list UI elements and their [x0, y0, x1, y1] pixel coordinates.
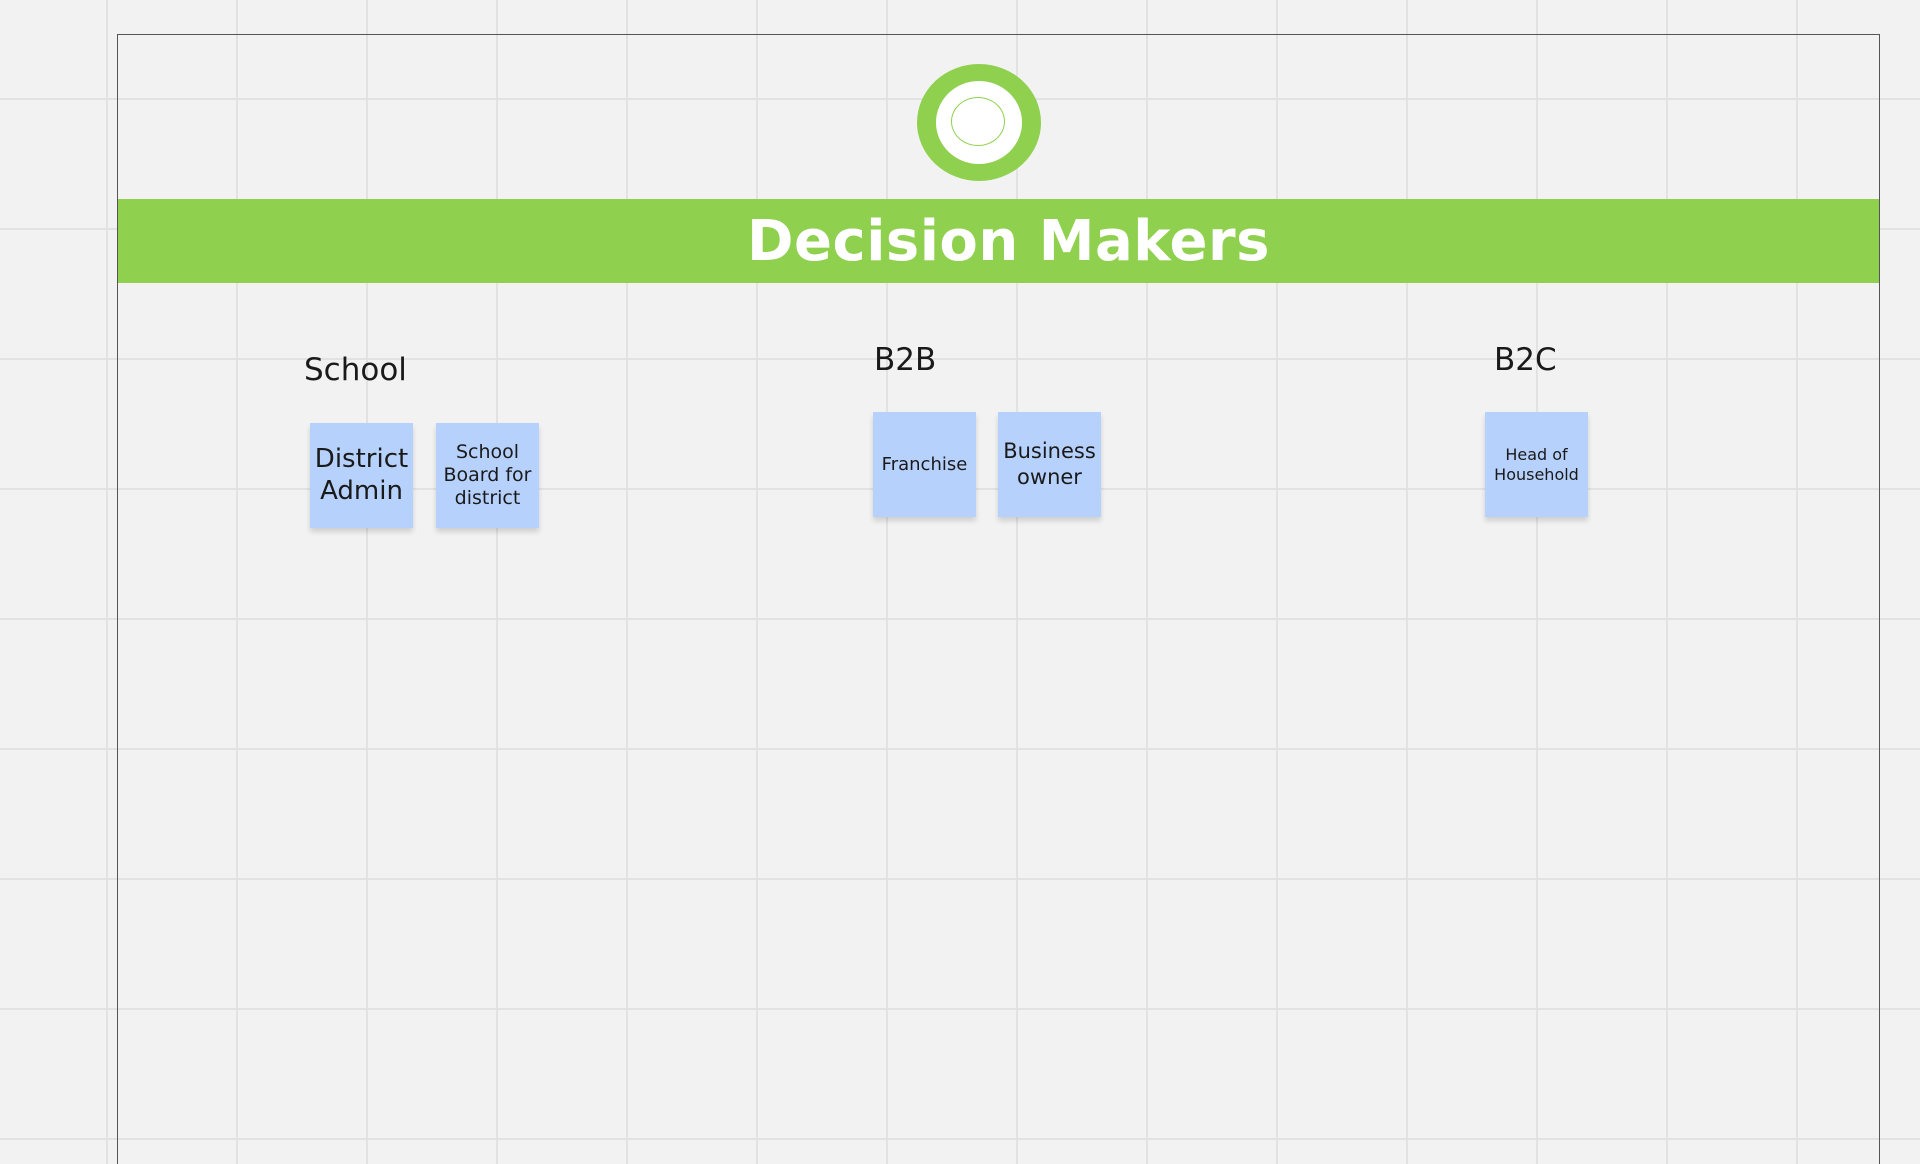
badge-core — [951, 97, 1005, 146]
target-circle-icon[interactable] — [917, 64, 1041, 181]
group-label-school[interactable]: School — [304, 352, 407, 388]
group-label-b2c[interactable]: B2C — [1494, 342, 1557, 378]
sticky-note-text: Head of Household — [1494, 445, 1579, 484]
group-label-b2b[interactable]: B2B — [874, 342, 937, 378]
sticky-note-text: School Board for district — [443, 441, 532, 509]
sticky-note[interactable]: Business owner — [998, 412, 1101, 517]
sticky-note[interactable]: Franchise — [873, 412, 976, 517]
sticky-note[interactable]: Head of Household — [1485, 412, 1588, 517]
sticky-note-text: District Admin — [314, 444, 409, 506]
sticky-note[interactable]: School Board for district — [436, 423, 539, 528]
title-banner[interactable]: Decision Makers — [118, 199, 1879, 283]
sticky-note-text: Franchise — [881, 453, 968, 475]
page-title: Decision Makers — [747, 208, 1270, 274]
sticky-note[interactable]: District Admin — [310, 423, 413, 528]
board-frame[interactable] — [117, 34, 1880, 1164]
sticky-note-text: Business owner — [1003, 439, 1096, 489]
